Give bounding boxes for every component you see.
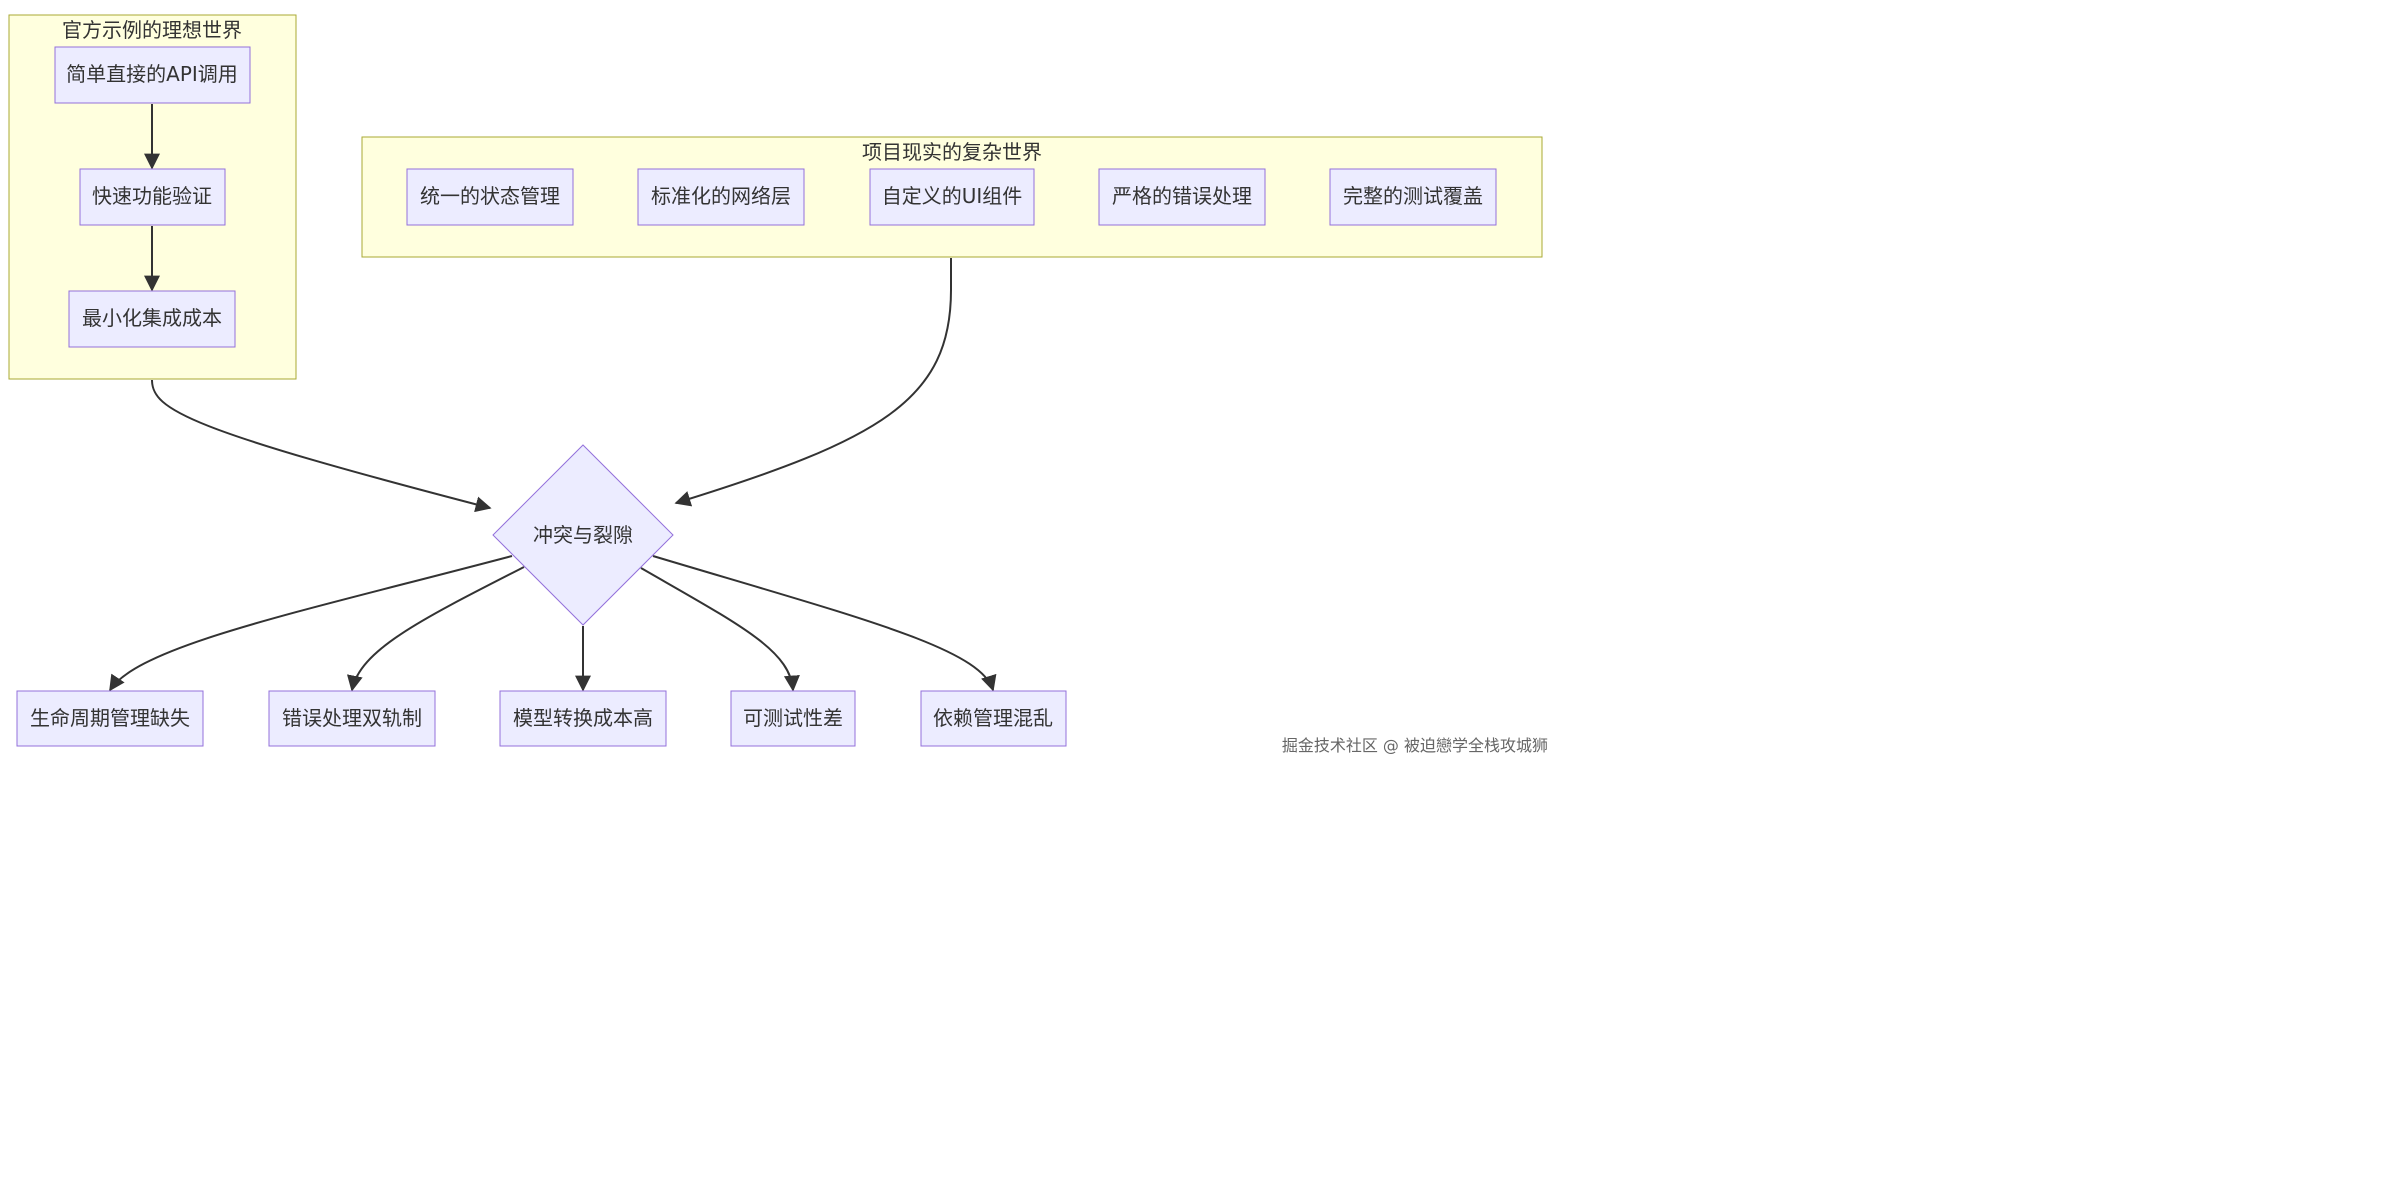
node-min-integration[interactable]: 最小化集成成本 bbox=[68, 290, 236, 348]
edge-conflict-to-testability bbox=[640, 567, 800, 692]
node-simple-api-label: 简单直接的API调用 bbox=[66, 62, 238, 86]
cluster-ideal-title: 官方示例的理想世界 bbox=[62, 18, 242, 42]
node-lifecycle[interactable]: 生命周期管理缺失 bbox=[16, 690, 204, 747]
node-conflict-label: 冲突与裂隙 bbox=[533, 523, 633, 547]
edges bbox=[109, 104, 997, 692]
node-model-convert[interactable]: 模型转换成本高 bbox=[499, 690, 667, 747]
node-dual-error-label: 错误处理双轨制 bbox=[282, 706, 422, 730]
node-error-handling-label: 严格的错误处理 bbox=[1112, 184, 1252, 208]
edge-ideal-to-conflict bbox=[151, 379, 492, 513]
node-dual-error[interactable]: 错误处理双轨制 bbox=[268, 690, 436, 747]
node-state-mgmt[interactable]: 统一的状态管理 bbox=[406, 168, 574, 226]
node-network-layer-label: 标准化的网络层 bbox=[651, 184, 791, 208]
node-testability[interactable]: 可测试性差 bbox=[730, 690, 856, 747]
edge-conflict-to-dual-error bbox=[346, 566, 525, 692]
node-lifecycle-label: 生命周期管理缺失 bbox=[30, 706, 190, 730]
node-quick-verify-label: 快速功能验证 bbox=[92, 184, 212, 208]
watermark-text: 掘金技术社区 @ 被迫戀学全栈攻城狮 bbox=[1281, 736, 1548, 755]
node-test-coverage[interactable]: 完整的测试覆盖 bbox=[1329, 168, 1497, 226]
edge-reality-to-conflict bbox=[674, 258, 952, 507]
cluster-reality-title: 项目现实的复杂世界 bbox=[862, 140, 1042, 164]
flowchart-diagram: 官方示例的理想世界 项目现实的复杂世界 简单直接的API调用 快速功能验证 最小… bbox=[8, 14, 1543, 747]
node-error-handling[interactable]: 严格的错误处理 bbox=[1098, 168, 1266, 226]
node-state-mgmt-label: 统一的状态管理 bbox=[420, 184, 560, 208]
node-dependency[interactable]: 依赖管理混乱 bbox=[920, 690, 1067, 747]
node-model-convert-label: 模型转换成本高 bbox=[513, 706, 653, 730]
node-custom-ui[interactable]: 自定义的UI组件 bbox=[869, 168, 1035, 226]
node-network-layer[interactable]: 标准化的网络层 bbox=[637, 168, 805, 226]
node-testability-label: 可测试性差 bbox=[743, 706, 843, 730]
edge-conflict-to-dependency bbox=[652, 555, 997, 692]
node-quick-verify[interactable]: 快速功能验证 bbox=[79, 168, 226, 226]
node-test-coverage-label: 完整的测试覆盖 bbox=[1343, 184, 1483, 208]
node-conflict-decision[interactable]: 冲突与裂隙 bbox=[492, 444, 674, 626]
node-simple-api[interactable]: 简单直接的API调用 bbox=[54, 46, 251, 104]
node-custom-ui-label: 自定义的UI组件 bbox=[882, 184, 1023, 208]
node-min-integration-label: 最小化集成成本 bbox=[82, 306, 222, 330]
edge-conflict-to-lifecycle bbox=[109, 555, 513, 692]
node-dependency-label: 依赖管理混乱 bbox=[933, 706, 1053, 730]
